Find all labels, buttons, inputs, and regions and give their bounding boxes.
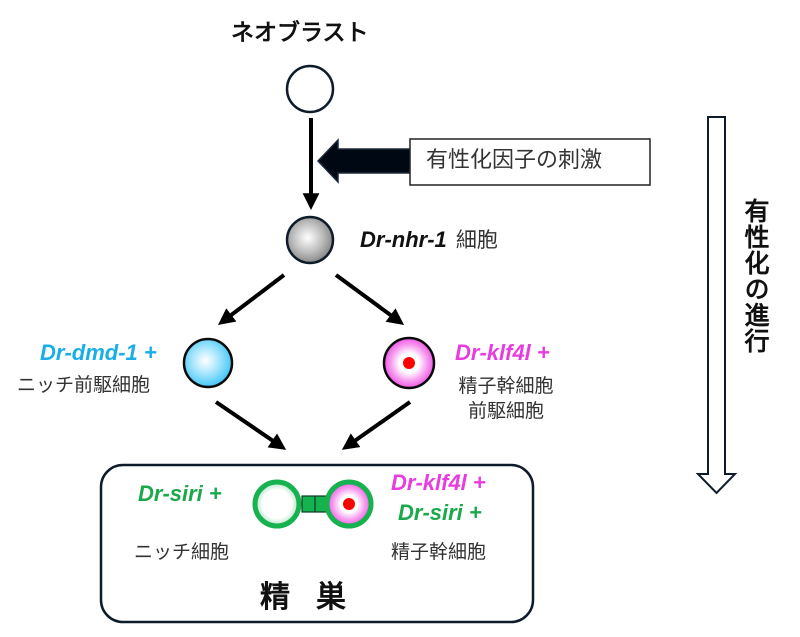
niche-siri-gene-label: Dr-siri + (138, 481, 222, 506)
germline-stem-nucleus (343, 498, 355, 510)
neoblast-title: ネオブラスト (231, 20, 369, 46)
niche-precursor-label: ニッチ前駆細胞 (17, 374, 151, 396)
arrow-niche-precursor-to-testis (214, 400, 287, 450)
arrow-germline-precursor-to-testis (341, 400, 412, 450)
niche-precursor-cell (182, 337, 234, 389)
stimulus-callout-box (409, 138, 651, 186)
neoblast-cell (285, 64, 335, 114)
germline-precursor-nucleus (403, 357, 415, 369)
germline-precursor-label-line1: 精子幹細胞 (458, 375, 554, 397)
nhr-cell-suffix: 細胞 (455, 228, 498, 252)
germline-precursor-label-line2: 前駆細胞 (467, 399, 544, 422)
testis-box (99, 463, 535, 624)
nhr-cell (285, 215, 335, 265)
progress-arrow (695, 116, 738, 495)
stimulus-arrow (316, 138, 411, 184)
niche-cell (252, 479, 302, 529)
dmd-gene-label: Dr-dmd-1 + (40, 340, 157, 365)
testis-label: 精巣 (260, 580, 372, 615)
arrow-nhr-to-niche-precursor (217, 273, 286, 326)
stem-cell-label: 精子幹細胞 (391, 541, 487, 563)
arrow-nhr-to-germline-precursor (334, 273, 405, 325)
germline-precursor-label: 精子幹細胞 前駆細胞 (454, 374, 558, 423)
nhr-gene-name: Dr-nhr-1 (360, 227, 447, 252)
stimulus-label: 有性化因子の刺激 (426, 148, 603, 173)
klf4l-gene-label: Dr-klf4l + (455, 340, 550, 365)
stem-klf4l-gene-label: Dr-klf4l + (391, 470, 486, 495)
stem-siri-gene-label: Dr-siri + (398, 500, 482, 525)
niche-cell-label: ニッチ細胞 (134, 541, 230, 563)
progress-label: 有性化の進行 (741, 198, 770, 354)
nhr-cell-label: Dr-nhr-1 細胞 (360, 229, 498, 251)
